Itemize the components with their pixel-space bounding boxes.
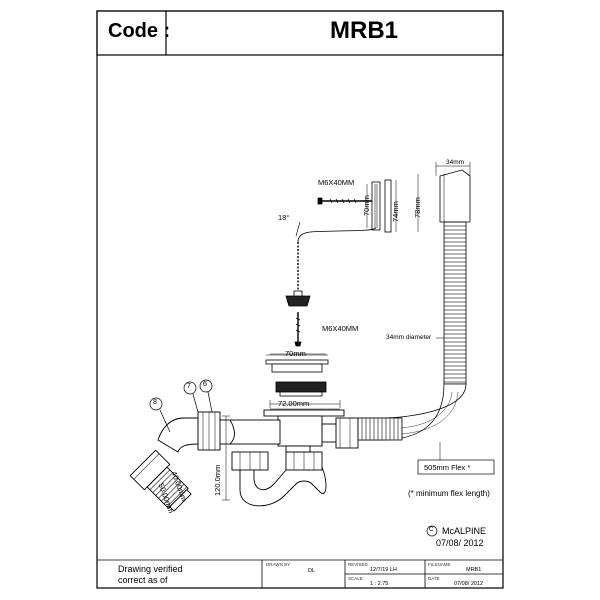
verified-line-2: correct as of <box>118 575 168 585</box>
trap-assembly <box>129 408 359 512</box>
trap-height-dim: 120.0mm <box>213 464 222 496</box>
flex-head-width-dim: 34mm <box>446 159 465 166</box>
brand-name: McALPINE <box>442 526 487 536</box>
filename-label: FILENAME <box>428 562 451 567</box>
chain-angle-dim: 18° <box>278 213 290 222</box>
scale-value: 1 : 2.75 <box>370 581 389 587</box>
bolt-top-label: M6X40MM <box>318 178 355 187</box>
overflow-plate-dim: 74mm <box>391 201 400 222</box>
revised-value: 12/7/19 LH <box>370 567 397 573</box>
waste-width-dim: 72.00mm <box>278 399 310 408</box>
flex-length-label: 505mm Flex * <box>424 463 471 472</box>
plug-chain <box>295 221 377 290</box>
copyright-symbol: C <box>429 527 434 533</box>
title-block <box>97 559 503 588</box>
waste-grate <box>265 354 329 397</box>
bolt-bottom-label: M6X40MM <box>322 324 359 333</box>
scale-label: SCALE <box>348 576 363 581</box>
flex-diameter-label: 34mm diameter <box>386 334 432 341</box>
flex-note: (* minimum flex length) <box>408 489 490 498</box>
product-code: MRB1 <box>330 17 399 44</box>
plug-width-dim: 70mm <box>285 349 306 358</box>
verified-line-1: Drawing verified <box>118 564 183 574</box>
drawn-by-value: DL <box>308 568 316 574</box>
date-value: 07/08/ 2012 <box>454 581 484 587</box>
revised-label: REVISED <box>348 562 368 567</box>
filename-value: MRB1 <box>466 567 482 573</box>
code-label: Code : <box>108 20 171 42</box>
part-callouts <box>149 379 438 537</box>
rubber-plug <box>285 290 311 347</box>
drawn-by-label: DRAWN BY <box>266 562 291 567</box>
callout-6: 6 <box>203 381 207 388</box>
flexible-overflow-hose <box>357 162 495 475</box>
date-label: DATE <box>428 576 440 581</box>
flex-head-height-dim: 78mm <box>413 197 422 218</box>
horizontal-dims <box>269 353 341 408</box>
overflow-face-plate <box>317 174 419 233</box>
callout-8: 8 <box>153 399 157 406</box>
header-box <box>96 10 504 56</box>
overflow-face-dim: 70mm <box>362 195 371 216</box>
callout-7: 7 <box>187 383 191 390</box>
brand-date: 07/08/ 2012 <box>436 538 484 548</box>
